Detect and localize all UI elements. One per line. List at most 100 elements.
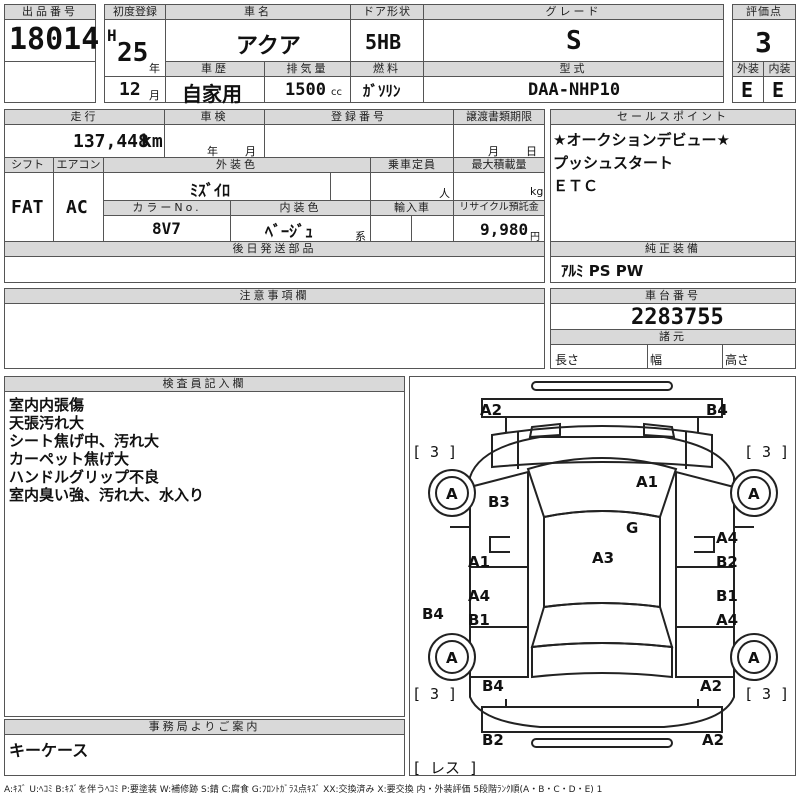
mark-right-quarter: A2 [700,677,722,695]
mark-right-rear-door-1: B1 [716,587,738,605]
spec-height-cell: 高さ [722,344,796,369]
mileage-unit: km [141,131,163,152]
inspector-notes-cell: 室内内張傷 天張汚れ大 シート焦げ中、汚れ大 カーペット焦げ大 ハンドルグリップ… [4,391,405,717]
mark-tire-rr: A [748,649,760,667]
era: H [107,26,117,45]
score-cell: 3 [732,19,796,62]
deadline-month-unit: 月 [488,145,499,158]
inspection-year-unit: 年 [207,145,218,158]
int-color-header: 内装色 [230,200,371,216]
tire-depth-rl: [ 3 ] [412,685,457,703]
mark-tire-fl: A [446,485,458,503]
inspector-note-1: 室内内張傷 [9,396,85,414]
later-parts-cell [4,256,545,283]
transfer-deadline-header: 譲渡書類期限 [453,109,545,125]
mark-tire-rl: A [446,649,458,667]
max-load-unit: kg [530,185,544,198]
ext-color-header: 外装色 [103,157,371,173]
model-code: DAA-NHP10 [528,80,621,100]
capacity-cell: 人 [370,172,454,201]
recycle-fee: 9,980 [480,220,529,239]
sales-point-1: ★オークションデビュー★ [553,131,730,149]
spec-length-cell: 長さ [550,344,648,369]
aircon-cell: AC [53,172,104,242]
mark-front-bumper-right: B4 [706,401,728,419]
score-header: 評価点 [732,4,796,20]
interior-grade: E [772,78,785,102]
chassis-no-header: 車台番号 [550,288,796,304]
mark-left-rocker: B4 [422,605,444,623]
int-color: ﾍﾞｰｼﾞｭ [265,222,314,241]
month-unit: 月 [149,89,160,102]
mark-rear-bumper-left: B2 [482,731,504,749]
lot-number-header: 出品番号 [4,4,96,20]
ext-color: ﾐｽﾞｲﾛ [190,181,231,200]
capacity-unit: 人 [439,187,450,200]
tire-depth-fl: [ 3 ] [412,443,457,461]
mark-left-front-door: A1 [468,553,490,571]
inspection-cell: 年 月 [164,124,265,158]
max-load-header: 最大積載量 [453,157,545,173]
mark-right-rear-door-2: A4 [716,611,738,629]
ext-color-cell: ﾐｽﾞｲﾛ [103,172,331,201]
registration-no-cell [264,124,454,158]
aircon: AC [66,197,88,218]
color-no-cell: 8V7 [103,215,231,242]
history-cell: 自家用 [165,76,265,106]
displacement-cell: 1500 cc [264,76,351,103]
lot-number-blank [4,61,96,103]
interior-header: 内装 [763,61,796,77]
car-name-cell: アクア [165,19,351,62]
car-diagram-panel: [ 3 ] [ 3 ] [ 3 ] [ 3 ] [ レス ] A2 B4 A A… [409,376,796,776]
inspector-note-6: 室内臭い強、汚れ大、水入り [9,486,205,504]
inspector-notes-header: 検査員記入欄 [4,376,405,392]
lot-number: 18014 [9,22,100,57]
office-notice: キーケース [9,741,89,760]
inspector-note-3: シート焦げ中、汚れ大 [9,432,160,450]
history-header: 車歴 [165,61,265,77]
sales-points-cell: ★オークションデビュー★ プッシュスタート ＥＴＣ [550,124,796,242]
deadline-day-unit: 日 [526,145,537,158]
shift-cell: FAT [4,172,54,242]
import-cell-2 [411,215,454,242]
shift-header: シフト [4,157,54,173]
office-notice-cell: キーケース [4,734,405,776]
first-reg-cell: H 25 年 [104,19,166,77]
sales-points-header: セールスポイント [550,109,796,125]
fuel-cell: ｶﾞｿﾘﾝ [350,76,424,103]
mileage: 137,448 [73,131,149,152]
mark-tire-fr: A [748,485,760,503]
exterior-header: 外装 [732,61,764,77]
displacement-unit: cc [331,87,342,98]
first-reg-header: 初度登録 [104,4,166,20]
chassis-no-cell: 2283755 [550,303,796,330]
specs-header: 諸元 [550,329,796,345]
mark-roof: A1 [636,473,658,491]
recycle-unit: 円 [530,232,540,243]
fuel: ｶﾞｿﾘﾝ [363,82,401,100]
genuine-equipment-header: 純正装備 [550,241,796,257]
recycle-fee-header: リサイクル預託金 [453,200,545,216]
color-no-header: カラーNo. [103,200,231,216]
tire-depth-rr: [ 3 ] [744,685,789,703]
inspector-note-2: 天張汚れ大 [9,414,85,432]
mark-roof-center: A3 [592,549,614,567]
color-no: 8V7 [152,219,181,238]
mark-left-rear-door-2: B1 [468,611,490,629]
mark-right-front-door-1: A4 [716,529,738,547]
grade: S [566,26,582,56]
sales-point-3: ＥＴＣ [553,177,599,195]
aircon-header: エアコン [53,157,104,173]
transfer-deadline-cell: 月 日 [453,124,545,158]
recycle-fee-cell: 9,980 円 [453,215,545,243]
notes-header: 注意事項欄 [4,288,545,304]
car-name-header: 車名 [165,4,351,20]
exterior-grade-cell: E [732,76,764,103]
lot-number-cell: 18014 [4,19,100,62]
first-reg-month-cell: 12 月 [104,76,166,103]
max-load-cell: kg [453,172,545,201]
history: 自家用 [182,82,242,106]
grade-header: グレード [423,4,724,20]
model-code-header: 型式 [423,61,724,77]
year-unit: 年 [149,62,160,75]
